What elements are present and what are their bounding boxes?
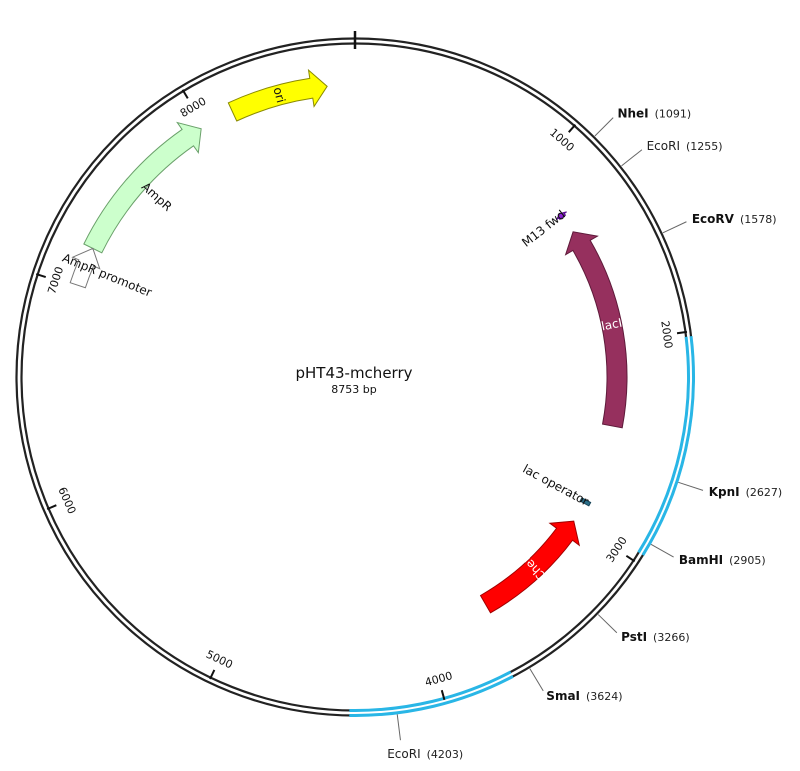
site-name: BamHI — [679, 553, 723, 567]
site-line — [678, 481, 704, 491]
site-line — [529, 668, 544, 692]
site-name: KpnI — [709, 485, 740, 499]
tick-mark — [46, 504, 57, 511]
tick-label: 6000 — [55, 485, 78, 516]
tick-mark — [676, 330, 688, 335]
tick-label: 3000 — [604, 534, 630, 565]
site-position: (2905) — [729, 554, 766, 567]
feature-label-ori: ori — [270, 86, 288, 105]
tick-mark — [440, 689, 446, 701]
tick-label: 4000 — [423, 669, 453, 689]
site-label: EcoRI (4203) — [387, 747, 463, 761]
plasmid-size: 8753 bp — [331, 383, 376, 396]
tick-mark — [625, 555, 636, 563]
feature-ori — [227, 68, 328, 122]
feature-label-m13: M13 fwd — [519, 207, 568, 249]
feature-m13 — [556, 211, 567, 221]
site-position: (4203) — [427, 748, 464, 761]
site-label: SmaI (3624) — [546, 689, 622, 703]
site-position: (1578) — [740, 213, 777, 226]
feature-amppro — [69, 247, 101, 289]
tick-label: 5000 — [204, 648, 235, 672]
highlight-arc — [349, 670, 512, 712]
tick-mark — [35, 273, 47, 279]
site-name: EcoRI — [387, 747, 420, 761]
highlight-arc — [637, 336, 690, 554]
feature-ampr — [83, 121, 202, 254]
site-label: PstI (3266) — [621, 630, 690, 644]
site-name: PstI — [621, 630, 647, 644]
site-label: EcoRI (1255) — [647, 139, 723, 153]
feature-mcherry — [479, 520, 581, 614]
site-position: (1091) — [655, 107, 692, 120]
site-name: SmaI — [546, 689, 580, 703]
site-position: (2627) — [746, 486, 783, 499]
site-name: EcoRV — [692, 212, 735, 226]
restriction-sites: NheI (1091) EcoRI (1255) EcoRV (1578) KpnI (262… — [387, 106, 782, 761]
tick-label: 2000 — [658, 320, 675, 349]
feature-label-laci: lacI — [600, 316, 623, 334]
site-line — [662, 221, 687, 234]
tick-mark — [209, 669, 216, 680]
site-name: NheI — [617, 106, 648, 120]
tick-label: 8000 — [178, 95, 209, 121]
site-label: KpnI (2627) — [709, 485, 782, 499]
plasmid-name: pHT43-mcherry — [295, 364, 412, 382]
site-position: (3624) — [586, 690, 623, 703]
site-line — [396, 714, 401, 741]
site-line — [594, 117, 614, 137]
tick-mark — [568, 124, 577, 133]
tick-label: 1000 — [547, 126, 577, 154]
site-label: EcoRV (1578) — [692, 212, 777, 226]
feature-lacop — [579, 497, 592, 507]
feature-laci — [564, 231, 628, 429]
site-label: BamHI (2905) — [679, 553, 766, 567]
highlight-regions — [349, 336, 695, 717]
tick-label: 7000 — [45, 265, 66, 296]
center-label: pHT43-mcherry 8753 bp — [295, 364, 412, 396]
site-label: NheI (1091) — [617, 106, 691, 120]
site-position: (3266) — [653, 631, 690, 644]
site-line — [621, 149, 643, 167]
site-name: EcoRI — [647, 139, 680, 153]
highlight-arc — [641, 336, 695, 556]
site-line — [650, 543, 674, 558]
feature-label-lacop: lac operator — [520, 462, 591, 509]
tick-mark — [181, 89, 189, 99]
site-position: (1255) — [686, 140, 723, 153]
highlight-arc — [349, 675, 514, 717]
site-line — [597, 614, 618, 634]
feature-label-ampr: AmpR — [139, 179, 175, 213]
